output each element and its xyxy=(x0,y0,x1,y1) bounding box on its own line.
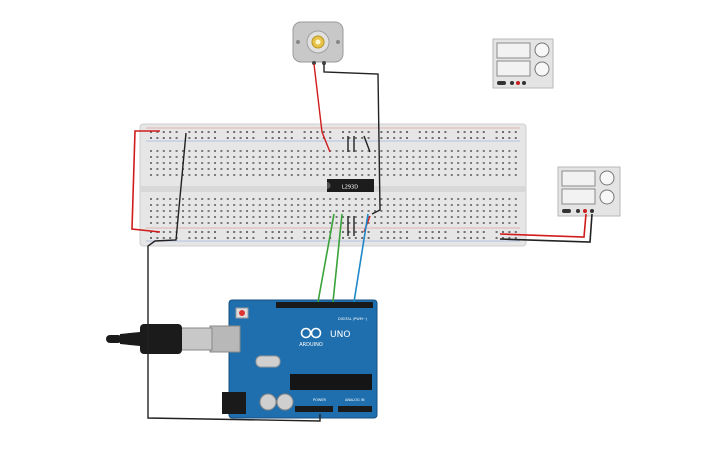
wire-jumper-3 xyxy=(363,135,371,153)
arduino-brand: ARDUINO xyxy=(299,342,323,348)
dc-motor[interactable] xyxy=(292,21,344,65)
power-supply-1[interactable] xyxy=(492,38,554,89)
wire-black-motor xyxy=(323,64,381,215)
power-label: POWER xyxy=(313,398,327,402)
power-supply-2[interactable] xyxy=(557,166,621,217)
analog-in-label: ANALOG IN xyxy=(345,398,365,402)
wires xyxy=(131,63,593,422)
ic-label: L293D xyxy=(342,185,358,191)
arduino-uno[interactable]: ARDUINO UNO DIGITAL (PWM~) POWER ANALOG … xyxy=(209,299,378,419)
breadboard-holes xyxy=(150,150,517,224)
breadboard-power-rails xyxy=(146,127,520,242)
wire-red-motor xyxy=(313,63,331,153)
wire-red-supply xyxy=(499,213,587,238)
wire-black-ground xyxy=(147,132,321,422)
arduino-model: UNO xyxy=(330,330,350,340)
wire-green-1 xyxy=(317,213,335,303)
arduino-logo xyxy=(300,327,322,339)
digital-pwm-label: DIGITAL (PWM~) xyxy=(338,317,368,321)
l293d-chip[interactable]: L293D xyxy=(327,179,374,192)
usb-cable[interactable] xyxy=(106,324,213,354)
wire-green-2 xyxy=(332,213,343,303)
wire-red-left-loop xyxy=(131,130,161,233)
wire-blue-1 xyxy=(353,213,369,303)
wire-black-supply xyxy=(499,213,593,243)
